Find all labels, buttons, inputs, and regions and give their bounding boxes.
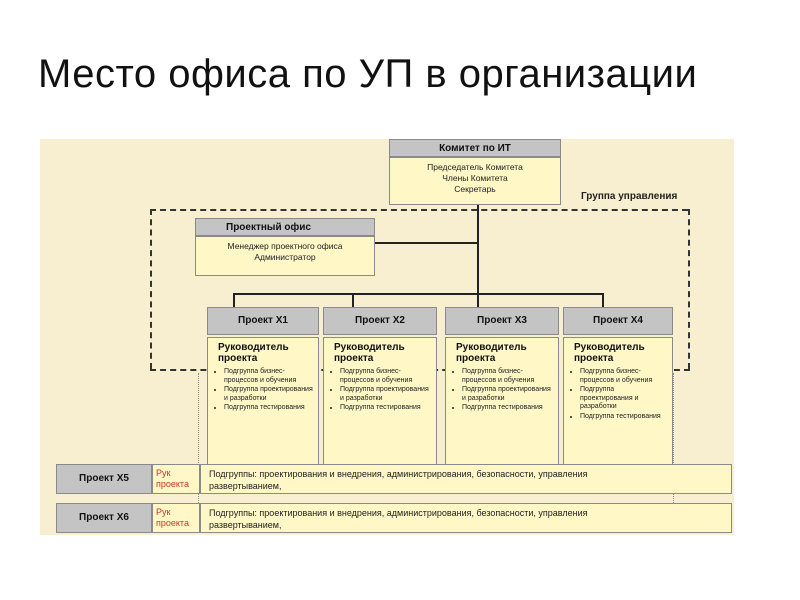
project-x2-header: Проект X2 (323, 307, 437, 335)
subgroup-item: Подгруппа бизнес-процессов и обучения (340, 368, 432, 385)
committee-header: Комитет по ИТ (389, 139, 561, 157)
drop-x1 (233, 293, 235, 307)
pmo-header: Проектный офис (195, 218, 375, 236)
subgroup-list: Подгруппа бизнес-процессов и обучения По… (564, 368, 672, 421)
projects-bus (233, 293, 604, 295)
project-x1-header: Проект X1 (207, 307, 319, 335)
group-frame-right (688, 209, 690, 369)
trunk-line (477, 205, 479, 293)
committee-line: Члены Комитета (442, 173, 508, 183)
subgroup-item: Подгруппа проектирования и разработки (462, 386, 554, 403)
subgroup-item: Подгруппа проектирования и разработки (224, 386, 314, 403)
pmo-line: Менеджер проектного офиса (227, 241, 343, 251)
subgroup-item: Подгруппа тестирования (462, 404, 554, 413)
project-x5-body: Подгруппы: проектирования и внедрения, а… (200, 464, 732, 494)
subgroup-item: Подгруппа тестирования (224, 404, 314, 413)
pmo-line: Администратор (254, 252, 316, 262)
group-frame-top (150, 209, 688, 211)
pmo-body: Менеджер проектного офиса Администратор (195, 236, 375, 276)
project-x3-header: Проект X3 (445, 307, 559, 335)
org-chart: Группа управления Комитет по ИТ Председа… (40, 139, 734, 535)
project-x6-body: Подгруппы: проектирования и внедрения, а… (200, 503, 732, 533)
committee-line: Председатель Комитета (427, 162, 523, 172)
group-label: Группа управления (581, 191, 678, 202)
subgroup-item: Подгруппа тестирования (340, 404, 432, 413)
drop-x2 (352, 293, 354, 307)
project-x6-header: Проект X6 (56, 503, 152, 533)
subgroup-item: Подгруппа бизнес-процессов и обучения (224, 368, 314, 385)
subgroup-list: Подгруппа бизнес-процессов и обучения По… (446, 368, 558, 413)
subgroup-list: Подгруппа бизнес-процессов и обучения По… (324, 368, 436, 413)
subgroup-item: Подгруппа бизнес-процессов и обучения (580, 368, 668, 385)
subgroup-item: Подгруппа проектирования и разработки (340, 386, 432, 403)
drop-x3 (477, 293, 479, 307)
subgroup-item: Подгруппа тестирования (580, 413, 668, 422)
project-x4-header: Проект X4 (563, 307, 673, 335)
group-frame-left (150, 209, 152, 369)
committee-body: Председатель Комитета Члены Комитета Сек… (389, 157, 561, 205)
subgroup-item: Подгруппа бизнес-процессов и обучения (462, 368, 554, 385)
pmo-connector (375, 242, 478, 244)
project-x5-header: Проект X5 (56, 464, 152, 494)
subgroup-item: Подгруппа проектирования и разработки (580, 386, 668, 412)
drop-x4 (602, 293, 604, 307)
page-title: Место офиса по УП в организации (38, 52, 698, 96)
subgroup-list: Подгруппа бизнес-процессов и обучения По… (208, 368, 318, 413)
committee-line: Секретарь (454, 184, 496, 194)
